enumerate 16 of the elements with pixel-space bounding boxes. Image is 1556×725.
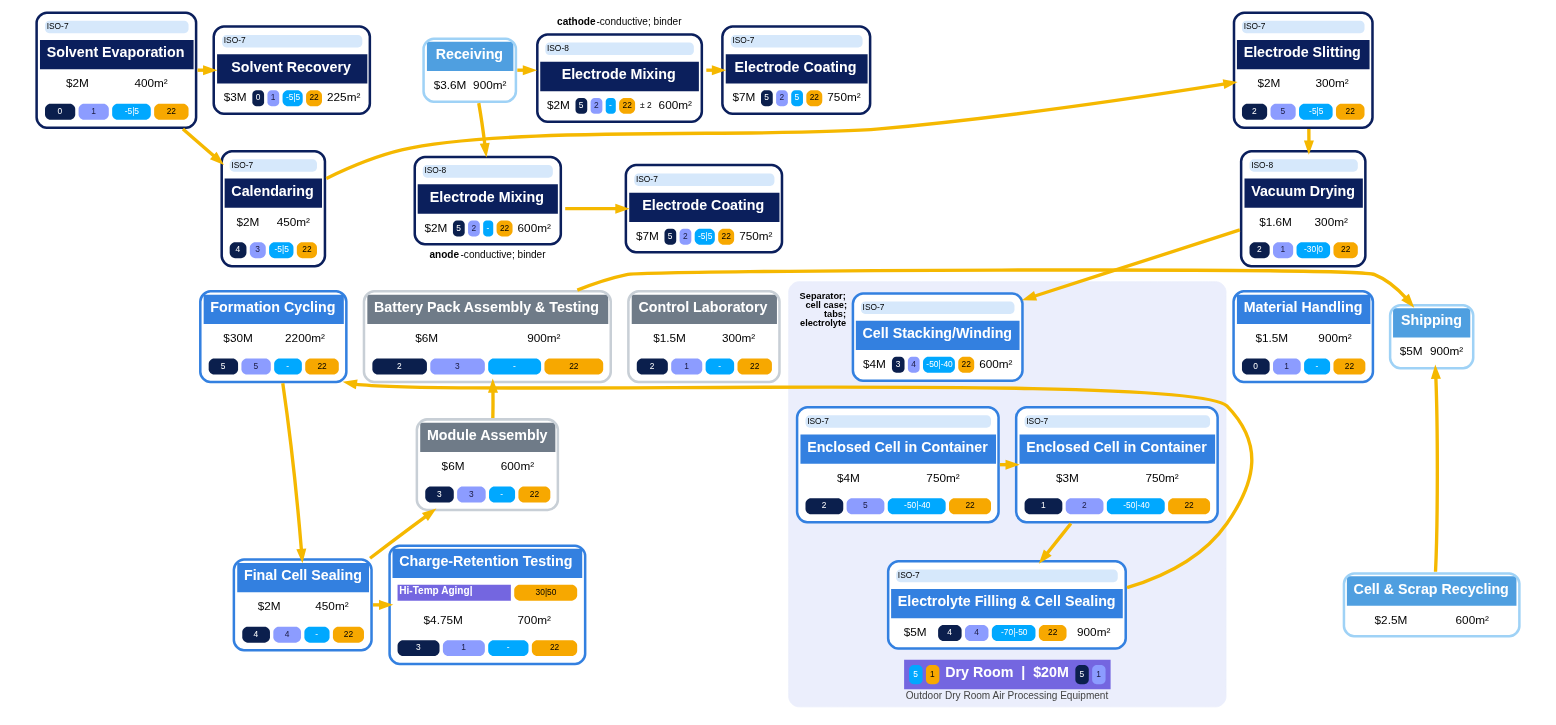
node-label: cathode-conductive; binder: [557, 15, 682, 27]
arrow: [576, 268, 1415, 308]
node-label: Separator; cell case; tabs; electrolyte: [799, 290, 848, 329]
arrow: [1021, 228, 1241, 301]
node-label: anode-conductive; binder: [429, 248, 546, 260]
arrow: [325, 79, 1238, 180]
arrow: [373, 599, 394, 610]
arrow: [281, 383, 307, 564]
arrow: [1038, 522, 1073, 564]
arrow: [1430, 364, 1441, 572]
arrow: [181, 127, 225, 165]
arrow: [565, 203, 630, 214]
node-label: Outdoor Dry Room Air Processing Equipment: [905, 689, 1109, 701]
arrow: [1303, 129, 1314, 155]
arrow: [477, 102, 490, 158]
arrow: [369, 508, 437, 560]
